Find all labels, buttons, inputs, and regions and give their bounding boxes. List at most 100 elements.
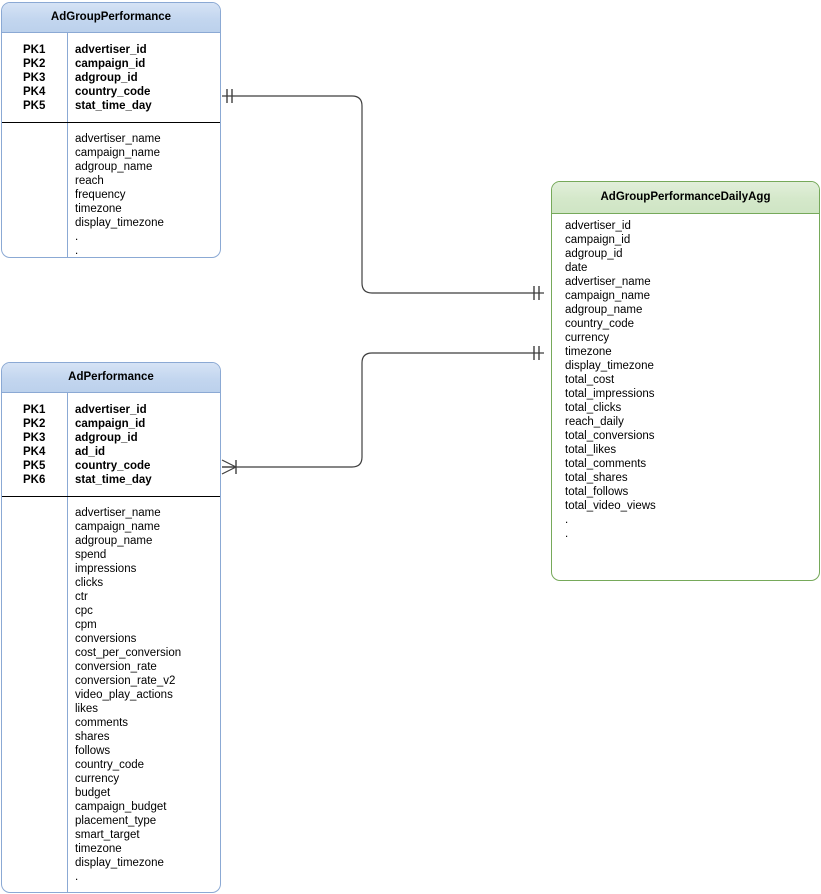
attribute: advertiser_name xyxy=(75,133,161,145)
key-field: adgroup_id xyxy=(75,72,138,84)
key-tag: PK2 xyxy=(23,418,46,430)
attribute: total_likes xyxy=(565,444,617,456)
key-tag: PK5 xyxy=(23,100,46,112)
key-tag: PK1 xyxy=(23,404,46,416)
key-tag-column: PK1 PK2 PK3 PK4 PK5 PK6 xyxy=(2,393,68,496)
key-block-ad-performance: PK1 PK2 PK3 PK4 PK5 PK6 advertiser_id ca… xyxy=(2,393,220,496)
attribute: total_comments xyxy=(565,458,647,470)
attribute: campaign_budget xyxy=(75,801,167,813)
attribute: impressions xyxy=(75,563,137,575)
attribute: total_follows xyxy=(565,486,629,498)
cardinality-many-source xyxy=(221,459,237,475)
attribute: advertiser_name xyxy=(75,507,161,519)
attribute: advertiser_name xyxy=(565,276,651,288)
attribute: comments xyxy=(75,717,129,729)
attribute: conversion_rate_v2 xyxy=(75,675,176,687)
attribute: campaign_id xyxy=(565,234,631,246)
key-tag: PK3 xyxy=(23,432,46,444)
attribute: country_code xyxy=(75,759,145,771)
attribute: display_timezone xyxy=(75,217,164,229)
attribute-ellipsis: . xyxy=(75,885,79,893)
attribute-ellipsis: . xyxy=(565,528,569,540)
attribute: total_clicks xyxy=(565,402,622,414)
attribute: clicks xyxy=(75,577,104,589)
attribute: ctr xyxy=(75,591,88,603)
key-tag: PK4 xyxy=(23,446,46,458)
attribute: total_conversions xyxy=(565,430,655,442)
entity-title-ad-performance: AdPerformance xyxy=(2,363,220,393)
key-separator xyxy=(2,496,220,497)
attribute: spend xyxy=(75,549,107,561)
key-tag: PK4 xyxy=(23,86,46,98)
attribute: conversion_rate xyxy=(75,661,157,673)
entity-ad-performance[interactable]: AdPerformance PK1 PK2 PK3 PK4 PK5 PK6 ad… xyxy=(1,362,221,893)
attribute: placement_type xyxy=(75,815,157,827)
entity-adgroup-performance-daily-agg[interactable]: AdGroupPerformanceDailyAgg advertiser_id… xyxy=(551,181,820,581)
entity-body-ad-performance: PK1 PK2 PK3 PK4 PK5 PK6 advertiser_id ca… xyxy=(2,393,220,893)
attribute: reach_daily xyxy=(565,416,624,428)
attribute: display_timezone xyxy=(565,360,654,372)
key-block-adgroup-performance: PK1 PK2 PK3 PK4 PK5 advertiser_id campai… xyxy=(2,33,220,122)
relationship-adgroup-to-agg[interactable] xyxy=(222,89,544,300)
attribute: cpc xyxy=(75,605,93,617)
attribute: country_code xyxy=(565,318,635,330)
attribute-block-daily-agg: advertiser_id campaign_id adgroup_id dat… xyxy=(552,214,819,541)
attribute: frequency xyxy=(75,189,126,201)
attribute: currency xyxy=(565,332,610,344)
attribute: video_play_actions xyxy=(75,689,173,701)
entity-body-adgroup-performance: PK1 PK2 PK3 PK4 PK5 advertiser_id campai… xyxy=(2,33,220,257)
key-tag: PK1 xyxy=(23,44,46,56)
entity-adgroup-performance[interactable]: AdGroupPerformance PK1 PK2 PK3 PK4 PK5 a… xyxy=(1,2,221,258)
attribute-column: advertiser_name campaign_name adgroup_na… xyxy=(68,497,220,893)
attribute: cpm xyxy=(75,619,97,631)
attribute: campaign_name xyxy=(565,290,651,302)
key-field-column: advertiser_id campaign_id adgroup_id ad_… xyxy=(68,393,220,496)
attribute: adgroup_name xyxy=(75,535,153,547)
key-separator xyxy=(2,122,220,123)
attribute: timezone xyxy=(75,843,122,855)
key-field: country_code xyxy=(75,460,151,472)
attribute: adgroup_name xyxy=(75,161,153,173)
key-field: stat_time_day xyxy=(75,474,152,486)
key-tag: PK5 xyxy=(23,460,46,472)
key-tag: PK6 xyxy=(23,474,46,486)
cardinality-one-and-only-one-target xyxy=(533,286,540,300)
attribute: adgroup_name xyxy=(565,304,643,316)
key-field: adgroup_id xyxy=(75,432,138,444)
attribute-gutter xyxy=(2,123,68,257)
cardinality-one-and-only-one-target-2 xyxy=(533,346,540,360)
attribute-ellipsis: . xyxy=(75,245,79,257)
key-field: advertiser_id xyxy=(75,404,147,416)
attribute: advertiser_id xyxy=(565,220,631,232)
key-tag: PK3 xyxy=(23,72,46,84)
attribute: follows xyxy=(75,745,111,757)
attribute: total_video_views xyxy=(565,500,656,512)
attribute: adgroup_id xyxy=(565,248,623,260)
entity-title-adgroup-performance-daily-agg: AdGroupPerformanceDailyAgg xyxy=(552,182,819,214)
key-field: campaign_id xyxy=(75,418,146,430)
relationship-ad-to-agg[interactable] xyxy=(221,346,544,475)
attribute: smart_target xyxy=(75,829,140,841)
attribute: campaign_name xyxy=(75,147,161,159)
attribute: likes xyxy=(75,703,99,715)
attribute: total_impressions xyxy=(565,388,655,400)
attribute: currency xyxy=(75,773,120,785)
entity-title-adgroup-performance: AdGroupPerformance xyxy=(2,3,220,33)
cardinality-one-and-only-one-source xyxy=(226,89,233,103)
attribute: cost_per_conversion xyxy=(75,647,182,659)
attribute-ellipsis: . xyxy=(75,871,79,883)
attribute: reach xyxy=(75,175,104,187)
key-field: stat_time_day xyxy=(75,100,152,112)
attribute-column: advertiser_name campaign_name adgroup_na… xyxy=(68,123,220,257)
key-field: campaign_id xyxy=(75,58,146,70)
key-field-column: advertiser_id campaign_id adgroup_id cou… xyxy=(68,33,220,122)
attribute-gutter xyxy=(2,497,68,892)
attribute: date xyxy=(565,262,588,274)
attribute: shares xyxy=(75,731,110,743)
attribute: timezone xyxy=(75,203,122,215)
attribute: total_cost xyxy=(565,374,615,386)
attribute: timezone xyxy=(565,346,612,358)
attribute-block-ad-performance: advertiser_name campaign_name adgroup_na… xyxy=(2,497,220,893)
key-field: ad_id xyxy=(75,446,106,458)
